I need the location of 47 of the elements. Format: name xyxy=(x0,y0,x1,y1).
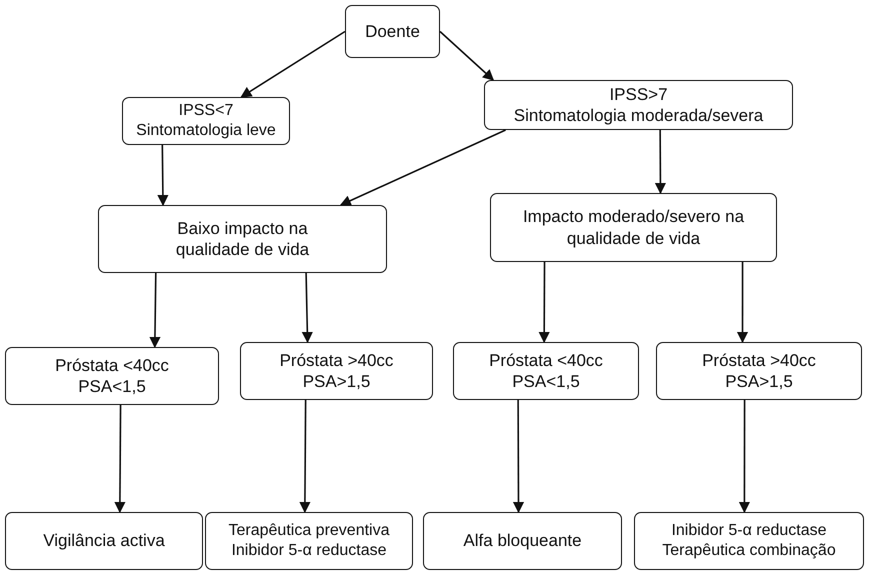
arrow xyxy=(114,405,126,514)
arrow xyxy=(157,145,168,206)
box-text: Doente xyxy=(365,20,420,42)
box-text: IPSS<7 xyxy=(178,101,234,121)
arrow xyxy=(240,30,346,98)
box-text: Baixo impacto na qualidade de vida xyxy=(174,218,310,260)
box-text: Próstata >40cc xyxy=(702,350,816,371)
flow-box xyxy=(490,193,777,262)
arrow xyxy=(299,400,310,514)
arrow xyxy=(654,130,666,194)
box-text: Próstata <40cc xyxy=(55,354,169,376)
arrow xyxy=(340,129,506,206)
box-text: Terapêutica preventiva xyxy=(228,521,390,541)
arrow xyxy=(302,272,313,344)
arrow xyxy=(512,400,524,514)
arrow xyxy=(538,262,550,344)
flow-box xyxy=(98,205,387,273)
flow-box xyxy=(423,512,622,570)
flow-box xyxy=(656,342,862,400)
box-text: Impacto moderado/severo na qualidade de vida xyxy=(522,206,746,249)
box-text: PSA>1,5 xyxy=(302,371,370,392)
box-text: Próstata <40cc xyxy=(489,350,603,371)
flow-box xyxy=(122,97,290,145)
box-text: Terapêutica combinação xyxy=(662,541,836,561)
flow-box xyxy=(5,347,219,405)
flow-box xyxy=(205,512,413,570)
box-text: PSA<1,5 xyxy=(512,371,580,392)
box-text: Inibidor 5-α reductase xyxy=(671,521,827,541)
box-text: Alfa bloqueante xyxy=(463,530,582,552)
flow-box xyxy=(634,512,864,570)
flow-box xyxy=(240,342,433,400)
box-text: PSA>1,5 xyxy=(725,371,793,392)
box-text: Inibidor 5-α reductase xyxy=(231,541,387,561)
arrow xyxy=(439,30,494,81)
arrow xyxy=(738,400,750,514)
arrow xyxy=(736,262,748,344)
box-text: Sintomatologia leve xyxy=(136,121,276,141)
flow-box xyxy=(345,5,440,58)
box-text: PSA<1,5 xyxy=(78,376,146,398)
arrow xyxy=(149,272,161,348)
flow-box xyxy=(484,80,793,130)
box-text: Vigilância activa xyxy=(43,530,165,552)
flow-box xyxy=(5,512,203,570)
box-text: IPSS>7 xyxy=(609,84,668,105)
box-text: Sintomatologia moderada/severa xyxy=(514,105,764,126)
flow-box xyxy=(453,342,639,400)
box-text: Próstata >40cc xyxy=(280,350,394,371)
